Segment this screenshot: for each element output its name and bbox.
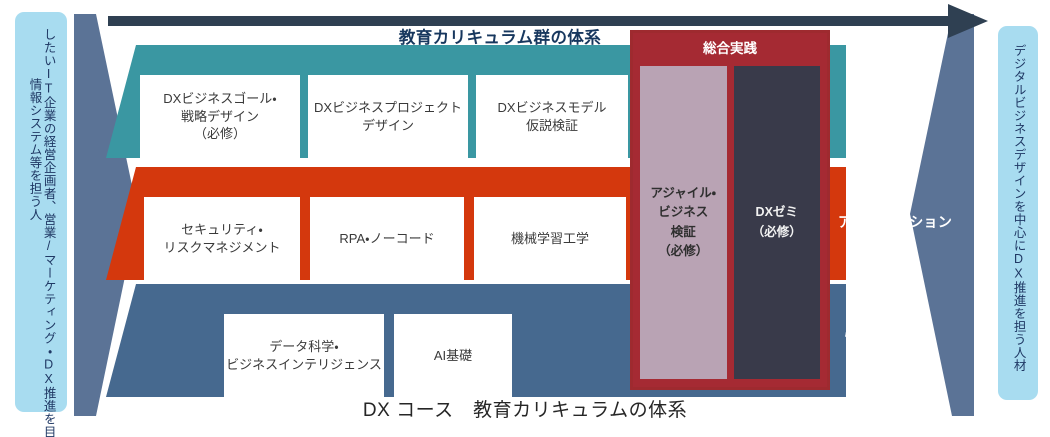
- course-card[interactable]: セキュリティ・リスクマネジメント: [144, 197, 300, 280]
- course-card[interactable]: RPA・ノーコード: [310, 197, 464, 280]
- persona-box-right: デジタルビジネスデザインを中心にDX推進を担う人材: [998, 26, 1038, 400]
- course-card[interactable]: DXビジネスゴール・戦略デザイン（必修）: [140, 75, 300, 158]
- diagram-caption: DX コース 教育カリキュラムの体系: [362, 400, 688, 421]
- persona-left-line2: 情報システム等を担う人: [27, 78, 42, 221]
- course-card[interactable]: DXビジネスプロジェクトデザイン: [308, 75, 468, 158]
- band-label-application: アプリケーション: [838, 214, 953, 230]
- persona-right-line1: デジタルビジネスデザインを中心にDX推進を担う人材: [1011, 44, 1026, 372]
- course-card[interactable]: DXビジネスモデル仮説検証: [476, 75, 628, 158]
- funnel-shape-right: [910, 14, 974, 416]
- band-business-cards: DXビジネスゴール・戦略デザイン（必修） DXビジネスプロジェクトデザイン DX…: [106, 60, 846, 173]
- course-card-agile-business-verification[interactable]: アジャイル・ビジネス検証（必修）: [640, 66, 727, 379]
- integrated-practice-body: アジャイル・ビジネス検証（必修） DXゼミ（必修）: [633, 60, 827, 387]
- funnel-shape-left: [74, 14, 138, 416]
- band-application-cards: セキュリティ・リスクマネジメント RPA・ノーコード 機械学習工学: [106, 182, 846, 295]
- band-label-information-processing: 情報処理: [845, 329, 903, 345]
- course-card-dx-seminar[interactable]: DXゼミ（必修）: [733, 66, 820, 379]
- right-arrow-icon: [108, 4, 988, 38]
- course-card[interactable]: AI基礎: [394, 314, 512, 397]
- integrated-practice-panel: 総合実践 アジャイル・ビジネス検証（必修） DXゼミ（必修）: [630, 30, 830, 390]
- course-card[interactable]: データ科学・ビジネスインテリジェンス: [224, 314, 384, 397]
- band-label-business: ビジネス: [851, 90, 909, 106]
- band-info-cards: データ科学・ビジネスインテリジェンス AI基礎: [106, 299, 846, 412]
- course-card[interactable]: 機械学習工学: [474, 197, 626, 280]
- persona-box-left: したいIT企業の経営企画者、営業/マーケティング・DX推進を目指したい事業会社や…: [15, 12, 67, 437]
- integrated-practice-title: 総合実践: [633, 33, 827, 60]
- page-title: 教育カリキュラム群の体系: [398, 29, 602, 47]
- persona-left-line1: したいIT企業の経営企画者、営業/マーケティング・DX推進を目指したい事業会社や…: [41, 28, 56, 437]
